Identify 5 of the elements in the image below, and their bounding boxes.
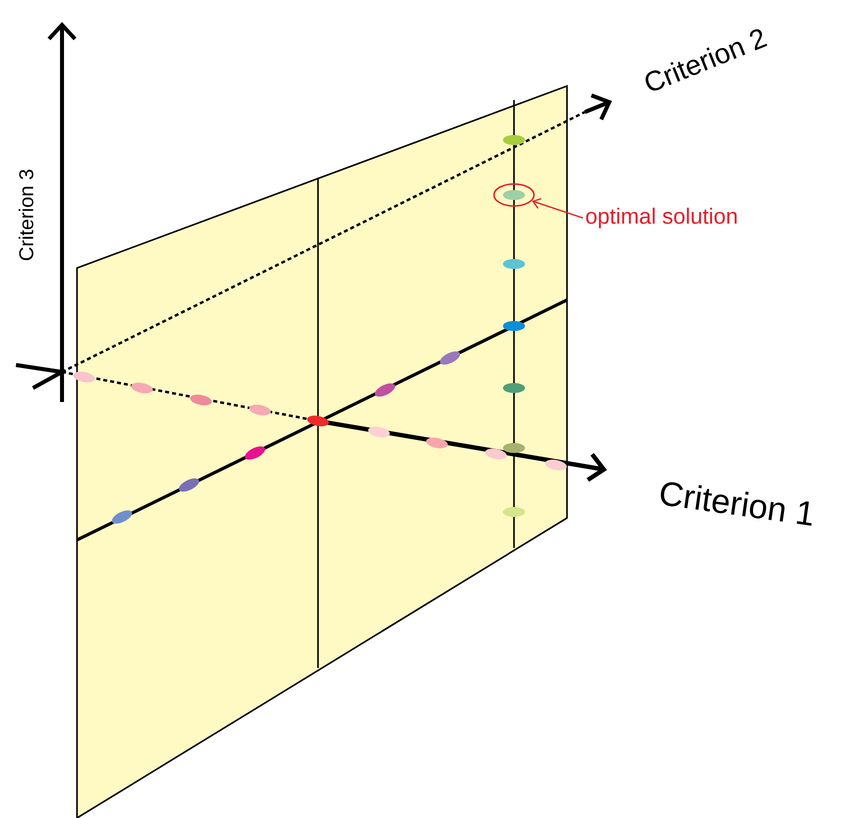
axis-label: Criterion 3 xyxy=(18,170,34,260)
highlight-ring xyxy=(493,183,535,207)
leader-arrow xyxy=(532,198,584,219)
callout-text: optimal solution xyxy=(586,208,737,228)
axis-label: Criterion 1 xyxy=(660,482,812,526)
